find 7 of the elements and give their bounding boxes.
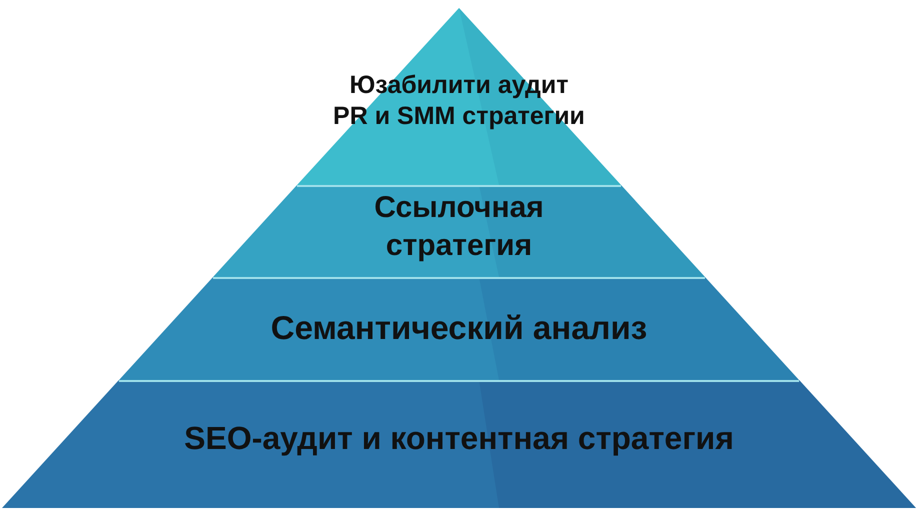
pyramid-tier [2,380,916,508]
tier-label: SEO-аудит и контентная стратегия [184,419,734,458]
tier-label: Ссылочная стратегия [373,190,545,264]
tier-label: Семантический анализ [270,308,648,348]
pyramid-tier [297,8,621,185]
pyramid-tier [119,277,799,380]
pyramid-tier [213,185,705,277]
